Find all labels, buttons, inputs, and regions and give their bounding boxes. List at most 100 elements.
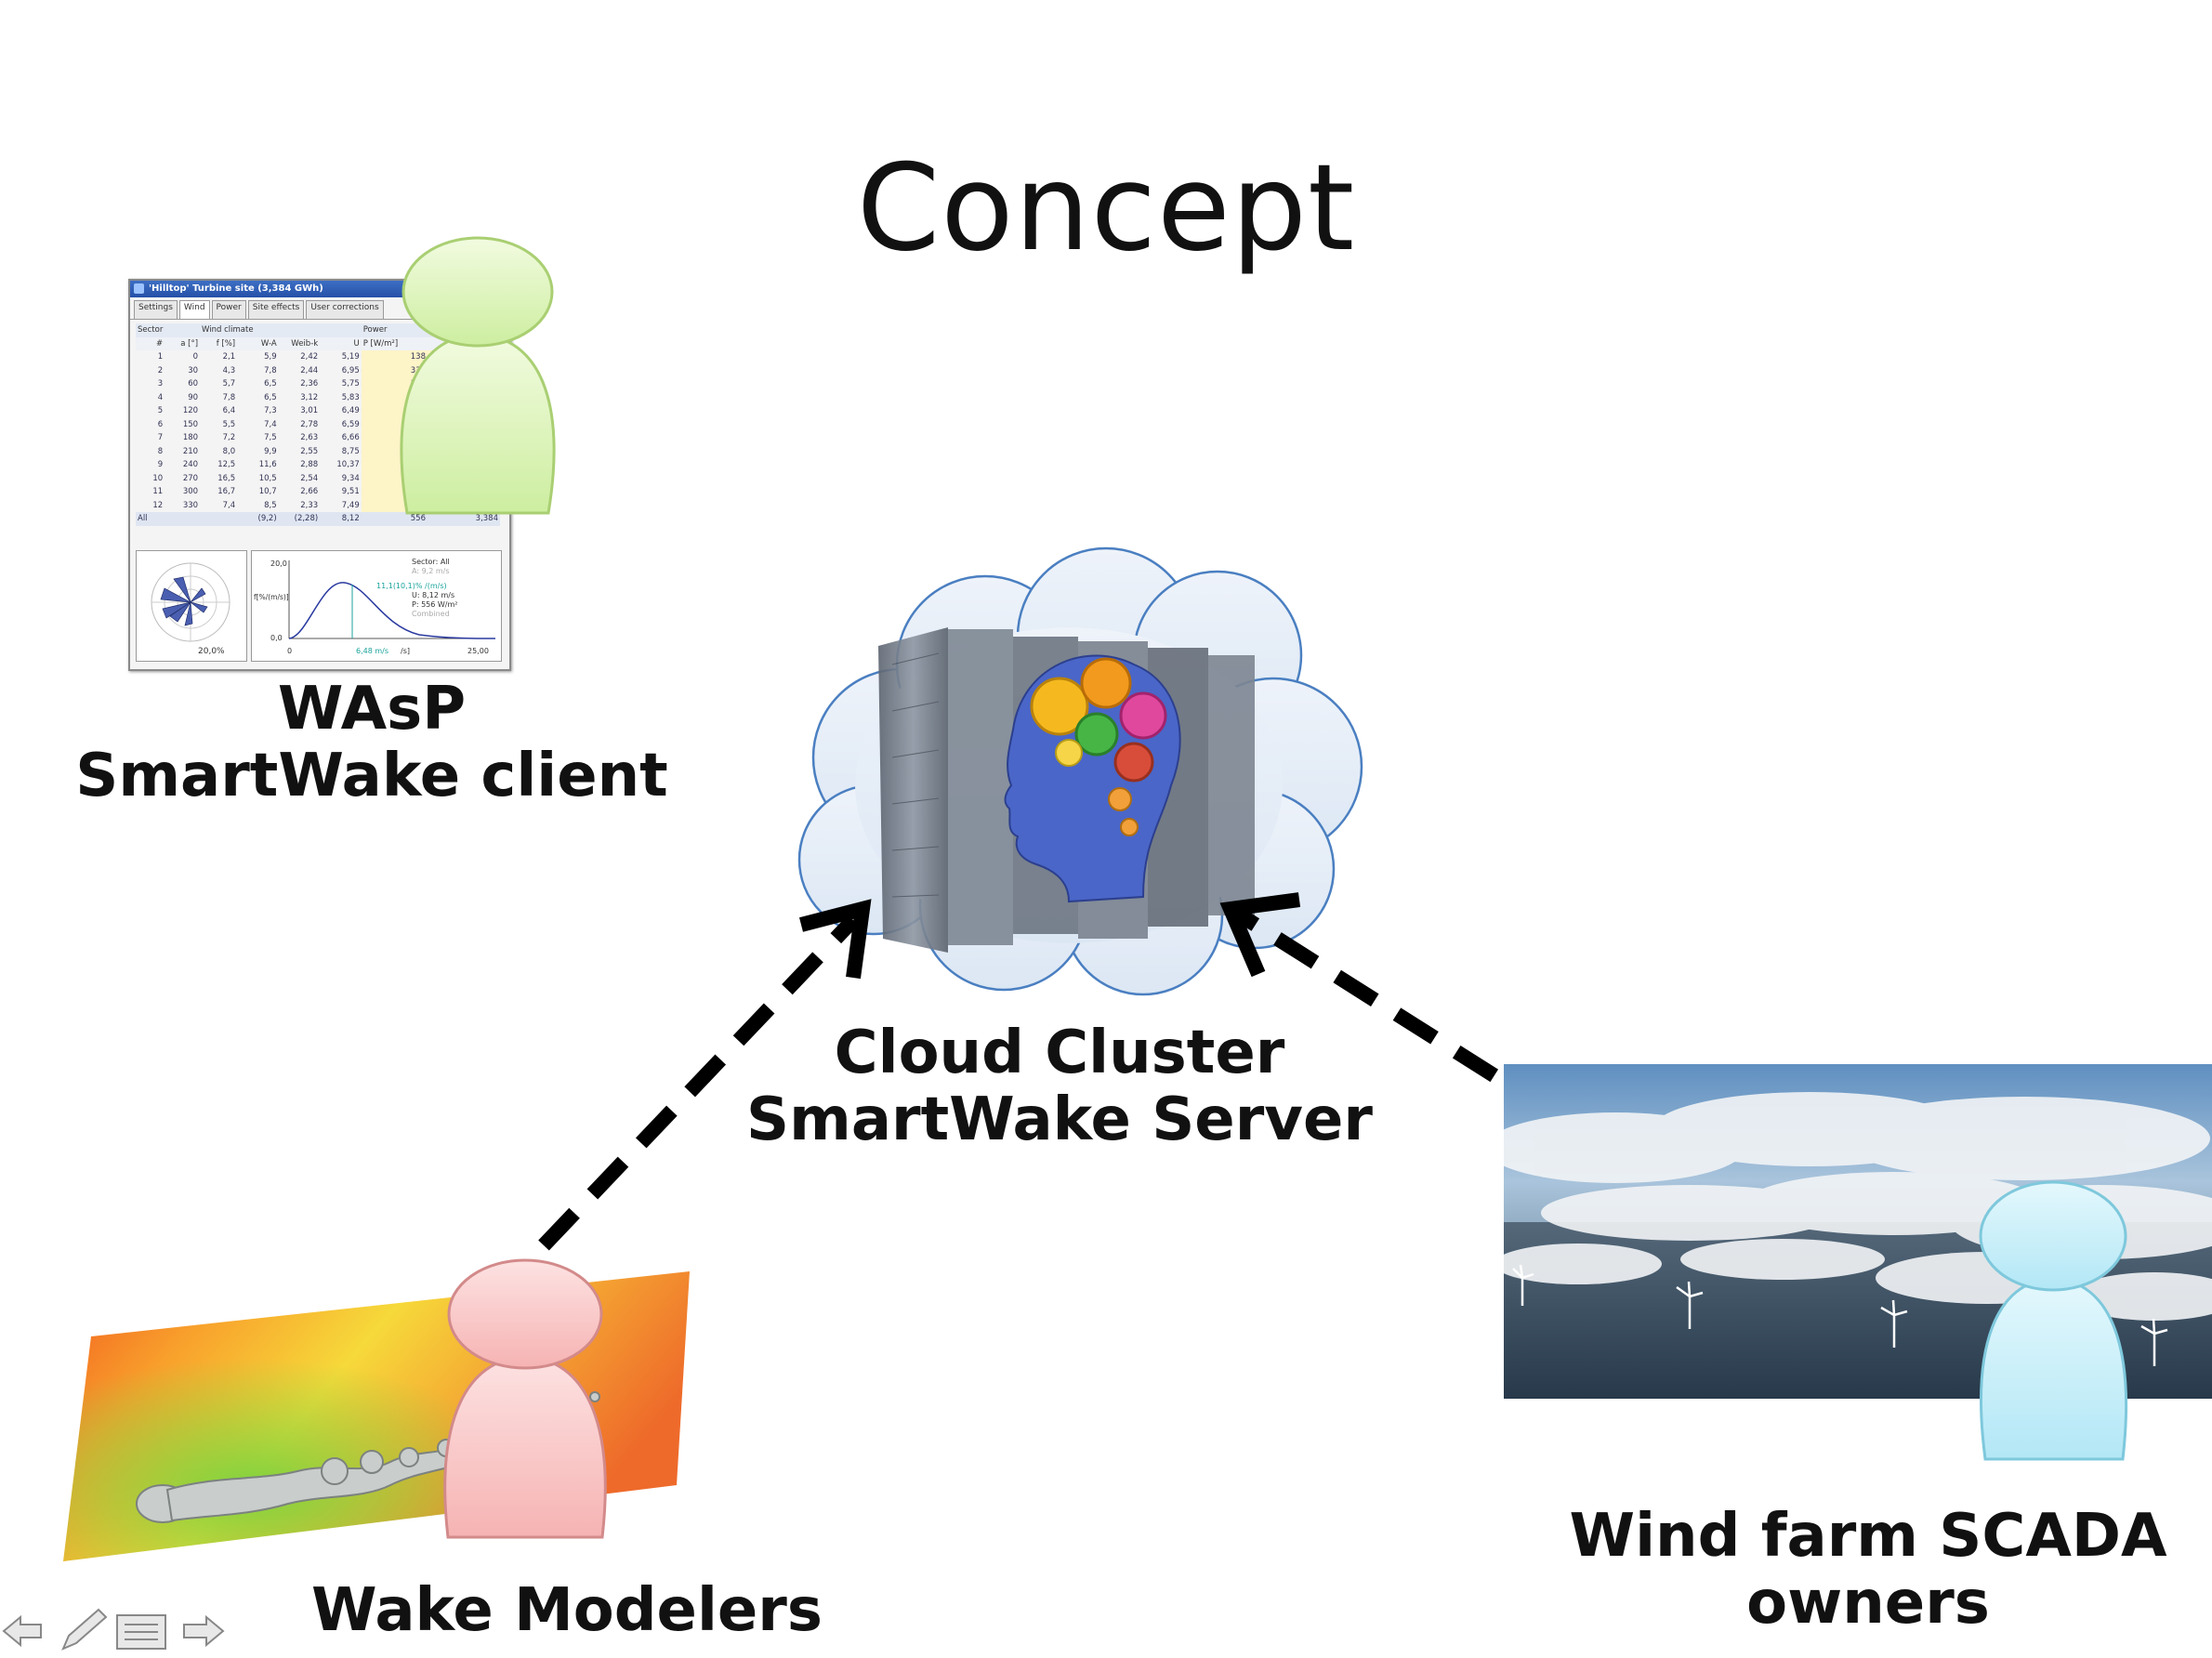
table-cell: 150 bbox=[182, 419, 199, 429]
table-cell: 5 bbox=[157, 406, 164, 416]
table-cell: 8,75 bbox=[341, 446, 360, 456]
right-arrow-icon[interactable] bbox=[183, 1614, 225, 1648]
table-cell: 5,75 bbox=[341, 379, 360, 389]
table-cell: 6 bbox=[157, 419, 164, 429]
table-cell: 6,4 bbox=[222, 406, 236, 416]
table-cell: 5,7 bbox=[222, 379, 236, 389]
table-cell: 7,8 bbox=[264, 365, 277, 375]
turbine-icon bbox=[134, 283, 144, 294]
table-cell: 2,1 bbox=[222, 352, 236, 362]
dist-x-right: 25,00 bbox=[467, 647, 489, 655]
wasp-col-header: a [°] bbox=[165, 336, 201, 350]
client-label-line2: SmartWake client bbox=[75, 741, 668, 810]
table-cell: 3,01 bbox=[300, 406, 319, 416]
table-cell: 10 bbox=[152, 473, 164, 483]
table-cell: 7,5 bbox=[264, 433, 277, 443]
wasp-col-header: f [%] bbox=[200, 336, 238, 350]
client-person-icon bbox=[400, 236, 556, 515]
dist-legend-p: P: 556 W/m² bbox=[412, 600, 457, 609]
weibull-distribution-panel: 20,0 0,0 f[%/(m/s)] 0 6,48 m/s /s] 25,00… bbox=[251, 550, 502, 662]
table-cell: 9 bbox=[157, 460, 164, 470]
table-cell: 2,36 bbox=[300, 379, 319, 389]
modelers-label-line1: Wake Modelers bbox=[311, 1576, 823, 1645]
cloud-cluster-graphic bbox=[797, 546, 1363, 996]
table-cell: 2,44 bbox=[300, 365, 319, 375]
server-label: Cloud Cluster SmartWake Server bbox=[706, 1020, 1413, 1153]
wasp-total-row: All (9,2) (2,28) 8,12 556 3,384 bbox=[136, 512, 500, 526]
dist-y-bottom: 0,0 bbox=[270, 634, 283, 642]
table-cell: 60 bbox=[188, 379, 199, 389]
table-cell: 8 bbox=[157, 446, 164, 456]
server-label-line2: SmartWake Server bbox=[746, 1085, 1373, 1154]
table-cell: 9,34 bbox=[341, 473, 360, 483]
arrow-modelers-to-server bbox=[538, 899, 872, 1251]
table-cell: 11,6 bbox=[258, 460, 277, 470]
slide-title: Concept bbox=[856, 139, 1356, 278]
table-cell: 300 bbox=[182, 487, 199, 497]
table-cell: 30 bbox=[188, 365, 199, 375]
table-cell: (2,28) bbox=[278, 512, 321, 526]
presentation-nav-bar bbox=[2, 1608, 225, 1651]
table-cell: 5,5 bbox=[222, 419, 236, 429]
dist-legend-sector: Sector: All bbox=[412, 558, 450, 566]
table-cell: (9,2) bbox=[237, 512, 279, 526]
wind-rose-panel: 20,0% bbox=[136, 550, 247, 662]
left-arrow-icon[interactable] bbox=[2, 1614, 42, 1648]
brain-gears-graphic bbox=[1004, 654, 1181, 903]
wasp-tab-power: Power bbox=[211, 300, 246, 319]
wind-rose-scale-label: 20,0% bbox=[198, 647, 225, 656]
table-cell: 3,12 bbox=[300, 392, 319, 402]
wasp-tab-user-corrections: User corrections bbox=[306, 300, 384, 319]
owners-label-line1: Wind farm SCADA bbox=[1569, 1502, 2167, 1571]
table-cell: 2,63 bbox=[300, 433, 319, 443]
table-cell: 1 bbox=[157, 352, 164, 362]
wasp-tab-site-effects: Site effects bbox=[247, 300, 305, 319]
table-cell: 9,51 bbox=[341, 487, 360, 497]
wasp-tabs: Settings Wind Power Site effects User co… bbox=[130, 297, 509, 320]
table-cell: 120 bbox=[182, 406, 199, 416]
wasp-group-sector: Sector bbox=[136, 323, 201, 337]
table-cell: 2,78 bbox=[300, 419, 319, 429]
wasp-group-wind-climate: Wind climate bbox=[200, 323, 362, 337]
table-cell: 7,3 bbox=[264, 406, 277, 416]
owner-person-icon bbox=[1979, 1180, 2128, 1461]
table-cell: 2,54 bbox=[300, 473, 319, 483]
table-cell: 2,33 bbox=[300, 500, 319, 510]
table-cell: 210 bbox=[182, 446, 199, 456]
dist-y-label: f[%/(m/s)] bbox=[254, 593, 289, 601]
dist-legend-f: 11,1(10,1)% /(m/s) bbox=[376, 582, 447, 590]
table-cell: 2,55 bbox=[300, 446, 319, 456]
dist-x-unit: /s] bbox=[401, 647, 410, 655]
table-cell: 138 bbox=[361, 350, 428, 364]
table-cell: 7,2 bbox=[222, 433, 236, 443]
table-cell: 9,9 bbox=[264, 446, 277, 456]
wasp-tab-wind: Wind bbox=[178, 300, 210, 319]
table-cell bbox=[200, 512, 238, 526]
table-cell: 6,66 bbox=[341, 433, 360, 443]
table-cell: 240 bbox=[182, 460, 199, 470]
menu-icon[interactable] bbox=[116, 1614, 166, 1650]
modeler-person-icon bbox=[443, 1258, 607, 1539]
table-cell: 2,42 bbox=[300, 352, 319, 362]
table-cell: 10,7 bbox=[258, 487, 277, 497]
table-cell: 16,7 bbox=[217, 487, 236, 497]
table-cell: 10,5 bbox=[258, 473, 277, 483]
turbines bbox=[1512, 1242, 2168, 1366]
arrow-owners-to-server bbox=[1219, 892, 1559, 1120]
wind-rose-graphic: 20,0% bbox=[151, 562, 230, 656]
table-cell: 4,3 bbox=[222, 365, 236, 375]
dist-legend-u: U: 8,12 m/s bbox=[412, 591, 454, 599]
dist-y-top: 20,0 bbox=[270, 559, 287, 568]
table-cell: All bbox=[136, 512, 165, 526]
table-cell: 12 bbox=[152, 500, 164, 510]
table-cell: 16,5 bbox=[217, 473, 236, 483]
table-cell: 11 bbox=[152, 487, 164, 497]
pen-icon[interactable] bbox=[61, 1608, 108, 1651]
table-cell: 6,95 bbox=[341, 365, 360, 375]
table-cell: 3 bbox=[157, 379, 164, 389]
dist-x-left: 0 bbox=[287, 647, 292, 655]
table-cell: 5,9 bbox=[264, 352, 277, 362]
table-cell: 6,49 bbox=[341, 406, 360, 416]
table-cell: 3,384 bbox=[427, 512, 500, 526]
